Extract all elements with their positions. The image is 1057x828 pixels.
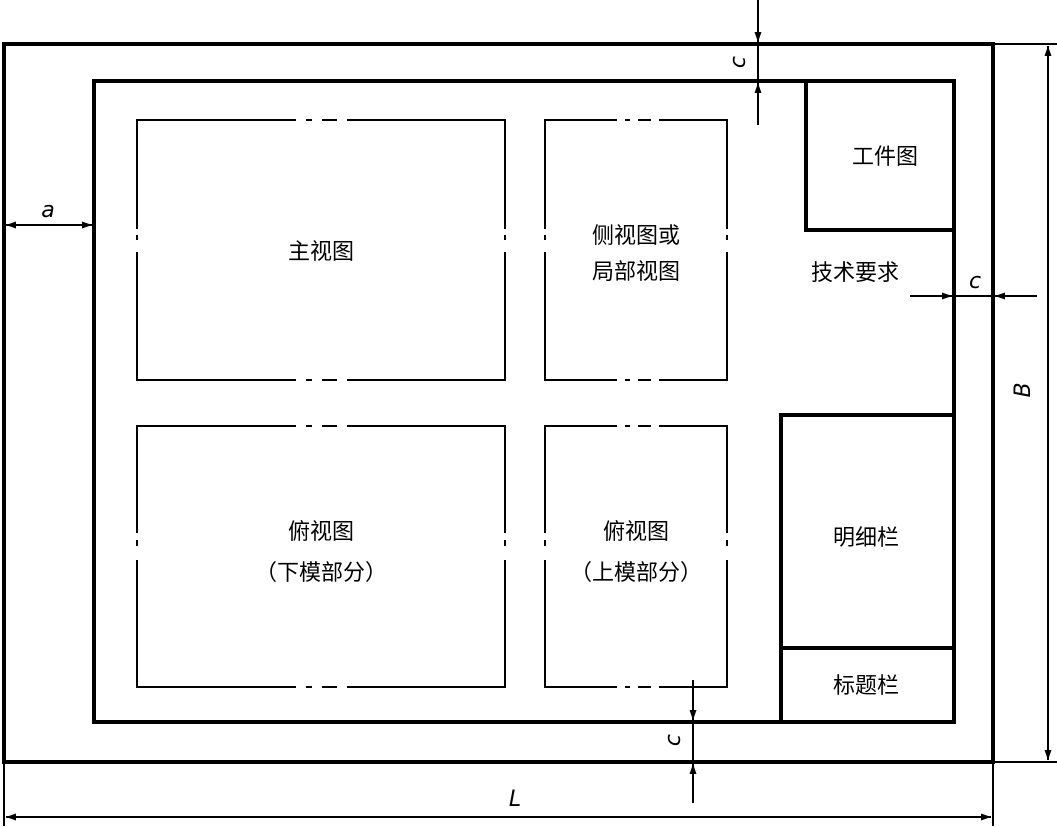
top-view-lower-label-line2: （下模部分） <box>255 561 387 586</box>
parts-list-label: 明细栏 <box>833 526 899 551</box>
main-view-label: 主视图 <box>288 240 354 265</box>
dimension-L <box>3 762 994 826</box>
top-view-lower-label-line1: 俯视图 <box>288 520 354 545</box>
parts-list-box <box>779 413 954 722</box>
dimension-c-top-label: c <box>726 56 751 68</box>
dimension-c-bottom-label: c <box>661 734 686 746</box>
title-block-label: 标题栏 <box>833 674 899 699</box>
inner-drawing-frame <box>92 79 956 724</box>
side-view-label-line1: 侧视图或 <box>592 224 680 249</box>
top-view-upper-label-line1: 俯视图 <box>603 520 669 545</box>
workpiece-box <box>804 81 954 232</box>
side-view-box <box>544 119 728 381</box>
workpiece-label: 工件图 <box>852 145 918 170</box>
side-view-label-line2: 局部视图 <box>592 260 680 285</box>
dimension-a-label: a <box>41 198 54 223</box>
outer-sheet-border <box>2 42 995 764</box>
main-view-box <box>136 119 506 381</box>
dimension-B <box>993 43 1057 763</box>
dimension-c-right-label: c <box>969 269 981 294</box>
tech-requirements-label: 技术要求 <box>811 261 899 286</box>
top-view-lower-box <box>136 425 506 688</box>
top-view-upper-label-line2: （上模部分） <box>570 561 702 586</box>
top-view-upper-box <box>544 425 728 688</box>
dimension-L-label: L <box>509 787 521 812</box>
dimension-B-label: B <box>1011 382 1036 397</box>
